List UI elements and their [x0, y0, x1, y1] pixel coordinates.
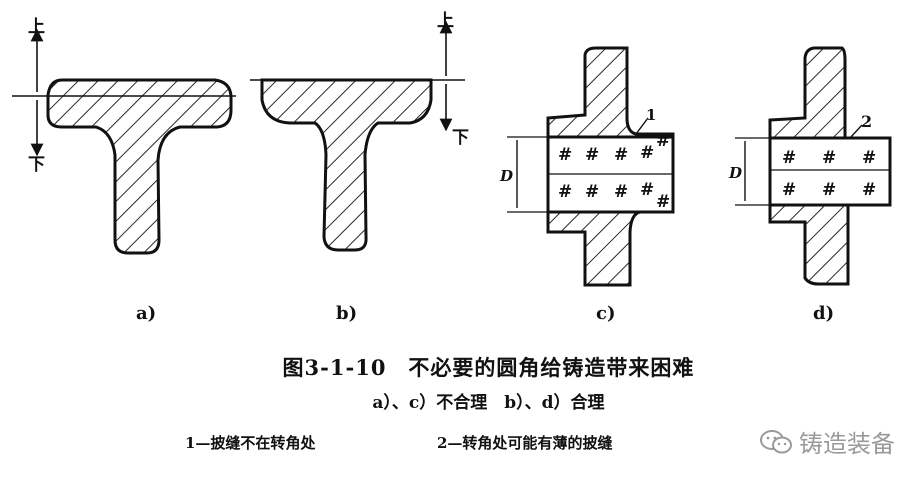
hash-mark: #: [558, 145, 572, 165]
hash-mark: #: [640, 143, 654, 163]
hash-mark: #: [614, 145, 628, 165]
note-2: 2—转角处可能有薄的披缝: [437, 434, 613, 452]
subfigure-label-d: d): [813, 303, 835, 324]
diagram-d: [735, 46, 892, 286]
body-d-bottom: [768, 203, 850, 286]
hash-mark: #: [822, 148, 836, 168]
hash-mark: #: [585, 182, 599, 202]
watermark: 铸造装备: [759, 424, 895, 459]
leader-1: [635, 117, 649, 135]
note-1: 1—披缝不在转角处: [185, 434, 316, 452]
diagram-a: [12, 28, 236, 255]
marker-2: 2: [861, 112, 872, 131]
body-d-top: [768, 46, 847, 140]
hash-mark: #: [585, 145, 599, 165]
label-up-a: 上: [28, 17, 45, 37]
hash-mark: #: [656, 192, 670, 212]
hash-mark: #: [862, 180, 876, 200]
leader-2: [849, 124, 863, 139]
hash-mark: #: [822, 180, 836, 200]
figure-caption-title: 图3-1-10 不必要的圆角给铸造带来困难: [282, 355, 695, 380]
marker-1: 1: [646, 106, 656, 124]
dim-label-D-d: D: [728, 164, 742, 182]
hash-mark: #: [862, 148, 876, 168]
core-d: [768, 136, 892, 207]
hash-mark: #: [656, 131, 670, 151]
t-section-a: [46, 78, 233, 255]
hash-mark: #: [782, 180, 796, 200]
subfigure-label-c: c): [596, 303, 616, 324]
body-c-bottom: [546, 210, 641, 287]
hash-mark: #: [782, 148, 796, 168]
watermark-text: 铸造装备: [799, 430, 895, 458]
t-section-b: [260, 78, 433, 252]
dim-label-D-c: D: [499, 167, 513, 185]
hash-mark: #: [558, 182, 572, 202]
hash-mark: #: [614, 182, 628, 202]
label-up-b: 上: [437, 11, 454, 31]
diagram-c: [507, 46, 675, 287]
label-down-a: 下: [28, 155, 45, 175]
core-hash-marks: # # # # # # # # # # # # # # # #: [558, 131, 876, 212]
label-down-b: 下: [452, 128, 469, 148]
hash-mark: #: [640, 180, 654, 200]
subfigure-label-b: b): [336, 303, 358, 324]
wechat-icon: [760, 429, 792, 453]
subfigure-label-a: a): [136, 303, 157, 324]
figure-canvas: # # # # # # # # # # # # # # # # 上 下 上 下 …: [12, 11, 892, 287]
diagram-b: [250, 20, 465, 252]
figure-caption-subtitle: a）、c）不合理 b）、d）合理: [372, 393, 605, 413]
